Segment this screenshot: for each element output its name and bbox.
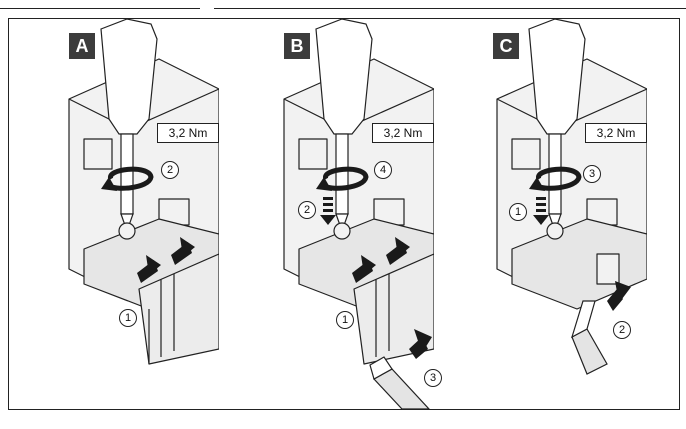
panel-b: B 3,2 Nm 1 2 3 4 — [224, 19, 442, 409]
step-2-marker: 2 — [161, 161, 179, 179]
press-down-arrow — [533, 197, 549, 225]
terminal-block — [373, 198, 405, 226]
push-arrow — [171, 237, 195, 265]
step-4-marker: 4 — [374, 161, 392, 179]
step-1-marker: 1 — [119, 309, 137, 327]
push-arrow — [386, 237, 410, 265]
screwdriver-handle — [315, 19, 373, 135]
panel-a-label: A — [69, 33, 95, 59]
cable — [571, 300, 608, 375]
rotate-arrow — [534, 166, 582, 191]
rotate-arrow — [106, 166, 154, 191]
insert-arrow — [607, 281, 631, 311]
screwdriver-shaft — [548, 133, 562, 215]
terminal-block — [298, 138, 328, 170]
screwdriver-handle — [100, 19, 158, 135]
terminal-block — [511, 138, 541, 170]
panel-c-illustration — [496, 19, 647, 375]
screwdriver-shaft — [120, 133, 134, 215]
terminal-clamp — [596, 253, 620, 285]
terminal-block — [83, 138, 113, 170]
cable — [369, 356, 430, 409]
panel-b-illustration — [283, 19, 434, 409]
torque-label: 3,2 Nm — [372, 123, 434, 143]
top-divider-left — [0, 0, 200, 9]
top-divider-right — [214, 0, 686, 9]
panel-c: C 3,2 Nm 1 2 3 — [437, 19, 647, 409]
screwdriver-handle — [528, 19, 586, 135]
step-1-marker: 1 — [336, 311, 354, 329]
rotate-arrow — [321, 166, 369, 191]
push-arrow — [137, 255, 161, 283]
busbar — [353, 253, 434, 365]
busbar — [138, 253, 219, 365]
push-arrow — [352, 255, 376, 283]
step-2-marker: 2 — [613, 321, 631, 339]
torque-label: 3,2 Nm — [585, 123, 647, 143]
panel-b-label: B — [284, 33, 310, 59]
screwdriver-shaft — [335, 133, 349, 215]
step-3-marker: 3 — [583, 165, 601, 183]
panel-a-illustration — [68, 19, 219, 365]
torque-label: 3,2 Nm — [157, 123, 219, 143]
insert-arrow — [409, 329, 432, 359]
step-1-marker: 1 — [509, 203, 527, 221]
step-3-marker: 3 — [424, 369, 442, 387]
panel-c-label: C — [493, 33, 519, 59]
instruction-figure: A 3,2 Nm 1 2 — [8, 18, 680, 410]
panel-a: A 3,2 Nm 1 2 — [9, 19, 219, 409]
step-2-marker: 2 — [298, 201, 316, 219]
press-down-arrow — [320, 197, 336, 225]
